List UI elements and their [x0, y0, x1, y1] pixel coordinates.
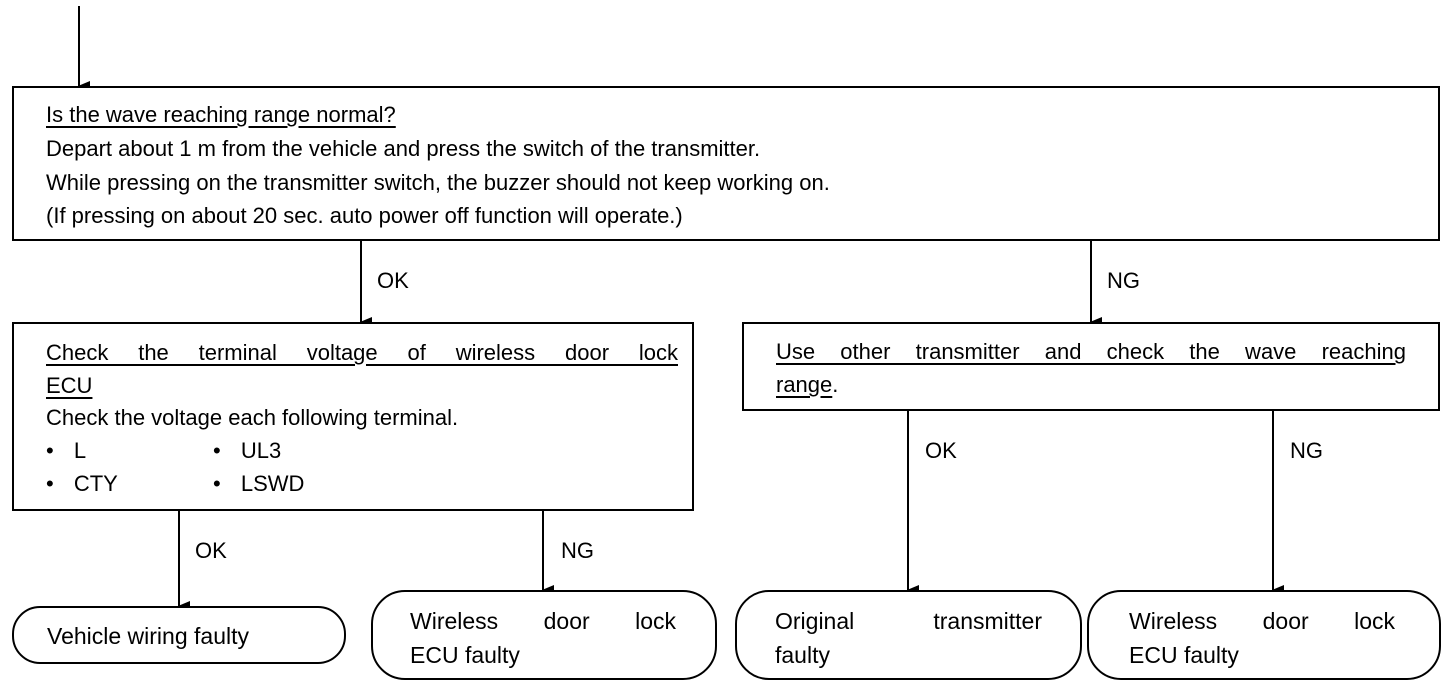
- bullet-icon: •: [46, 438, 54, 463]
- top-ok-label: OK: [377, 268, 409, 293]
- instruction-line-1: Depart about 1 m from the vehicle and pr…: [46, 136, 761, 161]
- result-vehicle-wiring-faulty: Vehicle wiring faulty: [12, 606, 346, 664]
- result-text-line-1: Wireless door lock: [410, 608, 676, 634]
- wave-range-question: Is the wave reaching range normal?: [46, 102, 396, 127]
- instruction-line-2: While pressing on the transmitter switch…: [46, 170, 830, 195]
- terminal-label: UL3: [240, 438, 282, 463]
- tx-check-title-period: .: [832, 372, 839, 397]
- result-ecu-faulty-left: Wireless door lock ECU faulty: [371, 590, 717, 680]
- terminal-item: • UL3: [213, 436, 281, 466]
- bullet-icon: •: [46, 471, 54, 496]
- tx-check-title-line-1: Use other transmitter and check the wave…: [776, 339, 1406, 364]
- result-text-line-1: Wireless door lock: [1129, 608, 1395, 634]
- result-text-line-2: ECU faulty: [1129, 642, 1239, 668]
- result-text-line-1: Original transmitter: [775, 608, 1042, 634]
- ecu-check-title-line-2: ECU: [46, 373, 93, 398]
- result-text: Vehicle wiring faulty: [47, 623, 249, 649]
- terminal-label: LSWD: [240, 471, 305, 496]
- result-ecu-faulty-right: Wireless door lock ECU faulty: [1087, 590, 1441, 680]
- terminal-item: • CTY: [46, 469, 118, 499]
- bullet-icon: •: [213, 438, 221, 463]
- terminal-item: • L: [46, 436, 86, 466]
- tx-ng-label: NG: [1290, 438, 1323, 463]
- ecu-ok-label: OK: [195, 538, 227, 563]
- result-original-transmitter-faulty: Original transmitter faulty: [735, 590, 1082, 680]
- top-ng-label: NG: [1107, 268, 1140, 293]
- ecu-check-title-line-1: Check the terminal voltage of wireless d…: [46, 340, 678, 365]
- terminal-item: • LSWD: [213, 469, 304, 499]
- ecu-voltage-check-box: Check the terminal voltage of wireless d…: [12, 322, 694, 511]
- wave-range-check-box: Is the wave reaching range normal? Depar…: [12, 86, 1440, 241]
- ecu-ng-label: NG: [561, 538, 594, 563]
- instruction-line-3: (If pressing on about 20 sec. auto power…: [46, 203, 683, 228]
- ecu-check-subtitle: Check the voltage each following termina…: [46, 405, 459, 430]
- tx-ok-label: OK: [925, 438, 957, 463]
- terminal-label: L: [73, 438, 87, 463]
- terminal-label: CTY: [73, 471, 118, 496]
- result-text-line-2: ECU faulty: [410, 642, 520, 668]
- bullet-icon: •: [213, 471, 221, 496]
- result-text-line-2: faulty: [775, 642, 830, 668]
- other-transmitter-check-box: Use other transmitter and check the wave…: [742, 322, 1440, 411]
- tx-check-title-line-2: range: [776, 372, 833, 397]
